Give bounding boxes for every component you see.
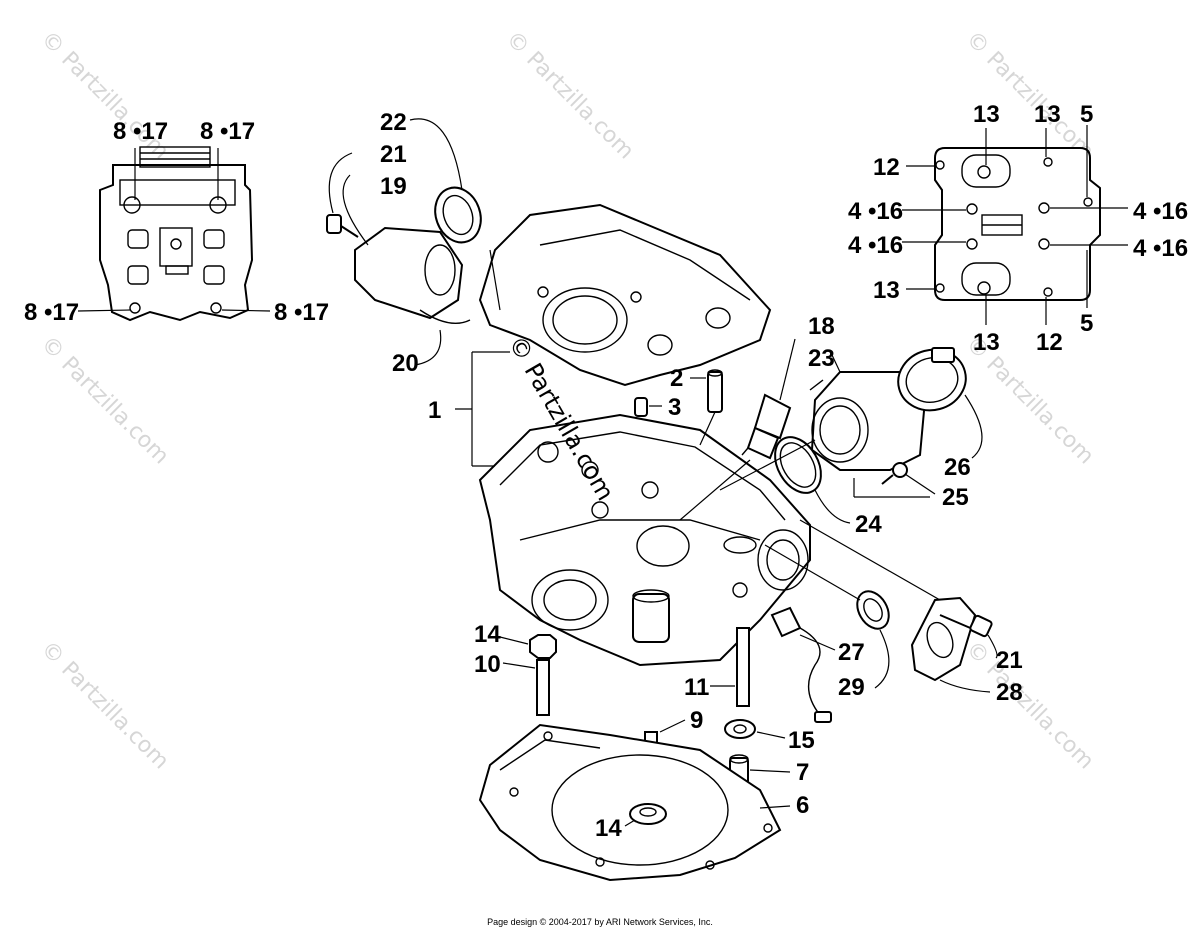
thermostat-29 [856,590,890,689]
temp-sensor-27 [770,606,836,723]
callout-4-16-a: 4 •16 [848,198,903,225]
callout-11: 11 [684,674,709,701]
cylinder-head [478,413,811,667]
callout-2: 2 [670,365,683,392]
callout-1-bracket [455,351,510,467]
callout-14-a: 14 [474,621,501,648]
callout-7: 7 [796,759,809,786]
bolt-21-upper [326,152,359,238]
callout-4-16-c: 4 •16 [848,232,903,259]
clamp-26 [897,347,983,459]
callout-3: 3 [668,394,681,421]
callout-12-a: 12 [873,154,900,181]
callout-25: 25 [942,484,969,511]
callout-14-b: 14 [595,815,622,842]
callout-13-d: 13 [973,329,1000,356]
callout-27: 27 [838,639,865,666]
callout-8-17-a: 8 •17 [113,118,168,145]
callout-4-16-b: 4 •16 [1133,198,1188,225]
dowel-3 [634,397,662,417]
o-ring-24 [774,436,851,524]
callout-10: 10 [474,651,501,678]
callout-5-a: 5 [1080,101,1093,128]
callout-21-a: 21 [380,141,407,168]
screw-25 [881,462,936,495]
watermark-bottom-right: © Partzilla.com [961,637,1099,775]
watermark-top-center: © Partzilla.com [501,27,639,165]
page-footer: Page design © 2004-2017 by ARI Network S… [487,917,713,927]
callout-22: 22 [380,109,407,136]
inset-cover-bottom-view [902,125,1128,325]
bolt-21-lower [939,614,998,659]
callout-28: 28 [996,679,1023,706]
stud-11 [710,627,750,707]
inset-head-top-view [77,146,271,322]
callout-8-17-d: 8 •17 [274,299,329,326]
valve-cover [478,203,772,387]
intake-boot-23 [809,354,930,498]
callout-15: 15 [788,727,815,754]
callout-20: 20 [392,350,419,377]
callout-4-16-d: 4 •16 [1133,235,1188,262]
callout-13-c: 13 [873,277,900,304]
callout-23: 23 [808,345,835,372]
callout-8-17-b: 8 •17 [200,118,255,145]
callout-9: 9 [690,707,703,734]
callout-5-b: 5 [1080,310,1093,337]
assembly-lines [489,249,941,601]
callout-19: 19 [380,173,407,200]
spark-plug-18 [679,338,796,521]
watermark-bottom-left: © Partzilla.com [36,637,174,775]
gasket-22 [409,118,482,244]
callout-12-b: 12 [1036,329,1063,356]
head-gasket-6 [478,723,791,882]
callout-13-b: 13 [1034,101,1061,128]
callout-6: 6 [796,792,809,819]
callout-18: 18 [808,313,835,340]
callout-13-a: 13 [973,101,1000,128]
callout-29: 29 [838,674,865,701]
callout-8-17-c: 8 •17 [24,299,79,326]
nut-15 [724,719,786,739]
nut-14-upper [499,634,557,716]
callout-1: 1 [428,397,441,424]
thermostat-housing [342,174,471,366]
callout-26: 26 [944,454,971,481]
watermark-top-right: © Partzilla.com [961,27,1099,165]
callout-24: 24 [855,511,882,538]
watermark-mid-left: © Partzilla.com [36,332,174,470]
callout-labels: 8 •17 8 •17 8 •17 8 •17 13 13 5 12 4 •16… [24,101,1188,842]
nut-14-lower [624,803,667,827]
callout-21-b: 21 [996,647,1023,674]
dowel-2 [690,369,723,446]
